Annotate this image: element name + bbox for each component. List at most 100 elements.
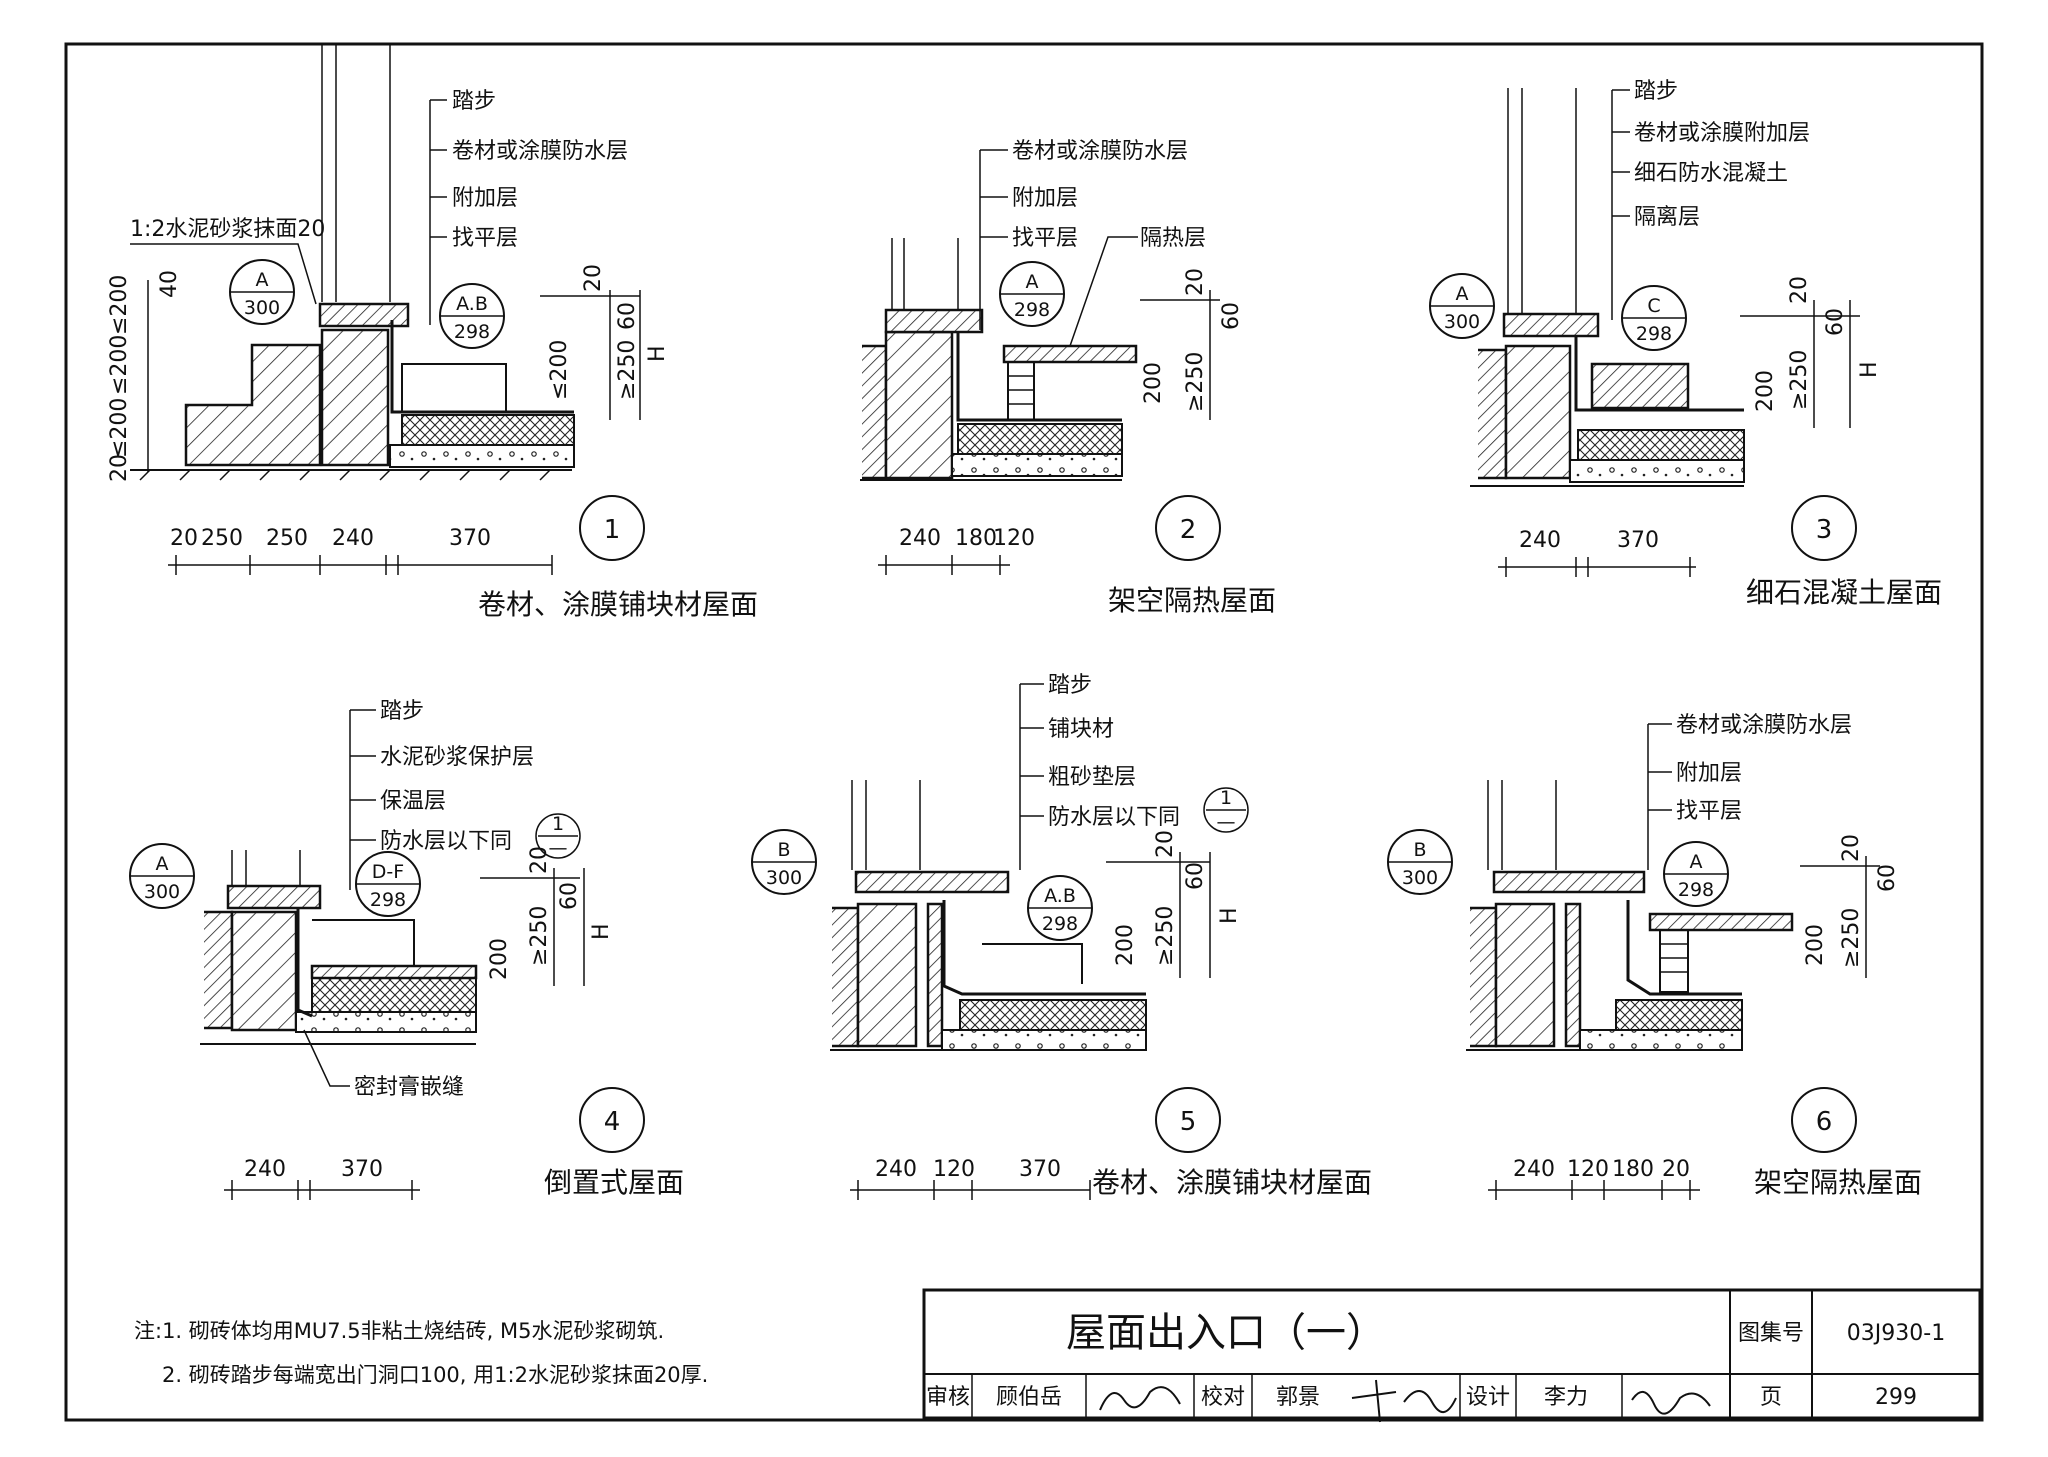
design-label: 设计 — [1466, 1385, 1510, 1410]
drawing-title: 屋面出入口（一） — [1066, 1310, 1386, 1356]
detail4-caption: 倒置式屋面 — [544, 1166, 684, 1199]
note-2: 2. 砌砖踏步每端宽出门洞口100, 用1:2水泥砂浆抹面20厚. — [162, 1363, 708, 1387]
detail2-ref1-top: A — [1026, 271, 1039, 293]
detail2-dim-right-1: 20 — [1183, 268, 1208, 296]
detail5-dim-bottom-3: 370 — [1019, 1157, 1061, 1182]
detail3-callout-3: 细石防水混凝土 — [1634, 161, 1788, 186]
detail4-callout-1: 踏步 — [380, 699, 424, 724]
note-1: 注:1. 砌砖体均用MU7.5非粘土烧结砖, M5水泥砂浆砌筑. — [134, 1319, 664, 1343]
page-label: 页 — [1760, 1385, 1782, 1410]
detail5-dim-right-4: H — [1217, 907, 1242, 924]
detail1-number: 1 — [604, 515, 621, 545]
title-block: 屋面出入口（一） 图集号 03J930-1 审核 顾伯岳 校对 郭景 设计 李力… — [922, 1288, 1982, 1423]
detail-6: 卷材或涂膜防水层 附加层 找平层 B 300 A 298 20 60 ≥250 … — [1387, 713, 1922, 1200]
detail1-dim-bottom-2: 250 — [201, 526, 243, 551]
detail3-dim-right-3: ≥250 — [1787, 350, 1812, 410]
sheet-border — [64, 42, 1984, 1422]
detail5-dim-bottom-1: 240 — [875, 1157, 917, 1182]
detail3-dim-right-5: 200 — [1753, 370, 1778, 412]
detail1-dim-left-4: ≤200 — [107, 398, 132, 458]
detail5-dim-right-1: 20 — [1153, 830, 1178, 858]
detail5-callout-4: 防水层以下同 — [1048, 805, 1180, 830]
detail2-callout-3: 找平层 — [1012, 226, 1078, 251]
detail4-dim-bottom-2: 370 — [341, 1157, 383, 1182]
detail3-number: 3 — [1816, 515, 1833, 545]
detail2-dim-bottom-1: 240 — [899, 526, 941, 551]
detail1-ref2-top: A.B — [456, 293, 488, 315]
detail3-ref2-top: C — [1647, 295, 1660, 317]
detail5-ref1-bottom: 300 — [766, 867, 802, 889]
detail3-callout-1: 踏步 — [1634, 79, 1678, 104]
detail6-ref1-bottom: 300 — [1402, 867, 1438, 889]
detail4-dim-right-1: 20 — [527, 846, 552, 874]
notes: 注:1. 砌砖体均用MU7.5非粘土烧结砖, M5水泥砂浆砌筑. 2. 砌砖踏步… — [134, 1319, 708, 1387]
detail6-callout-1: 卷材或涂膜防水层 — [1676, 713, 1852, 738]
detail1-dim-left-1: 40 — [157, 270, 182, 298]
detail6-dim-bottom-3: 180 — [1612, 1157, 1654, 1182]
detail4-callout-4: 防水层以下同 — [380, 829, 512, 854]
detail5-dim-right-5: 200 — [1113, 924, 1138, 966]
detail3-ref1-top: A — [1456, 283, 1469, 305]
detail4-dim-right-3: ≥250 — [527, 906, 552, 966]
detail2-dim-bottom-3: 120 — [993, 526, 1035, 551]
detail5-dim-right-2: 60 — [1183, 862, 1208, 890]
detail1-side-note: 1:2水泥砂浆抹面20 — [130, 217, 325, 242]
detail1-dim-left-3: ≤200 — [107, 335, 132, 395]
designer-signature — [1631, 1391, 1711, 1415]
detail5-caption: 卷材、涂膜铺块材屋面 — [1092, 1166, 1372, 1199]
detail1-dim-right-2: 60 — [615, 302, 640, 330]
detail2-callout-2: 附加层 — [1012, 186, 1078, 211]
detail1-dim-bottom-3: 250 — [266, 526, 308, 551]
detail5-callout-ref-top: 1 — [1220, 787, 1232, 809]
detail6-ref1-top: B — [1413, 839, 1426, 861]
detail5-ref1-top: B — [777, 839, 790, 861]
detail2-dim-right-2: 60 — [1219, 302, 1244, 330]
detail4-ref1-top: A — [156, 853, 169, 875]
detail2-callout-4: 隔热层 — [1140, 226, 1206, 251]
detail-4: 踏步 水泥砂浆保护层 保温层 防水层以下同 1 — A 300 D-F 298 … — [129, 699, 684, 1200]
detail6-ref2-bottom: 298 — [1678, 879, 1714, 901]
detail5-number: 5 — [1180, 1107, 1197, 1137]
detail2-caption: 架空隔热屋面 — [1108, 584, 1276, 617]
detail3-dim-right-1: 20 — [1787, 276, 1812, 304]
detail4-dim-right-4: H — [589, 923, 614, 940]
detail1-dim-bottom-5: 370 — [449, 526, 491, 551]
detail4-ref1-bottom: 300 — [144, 881, 180, 903]
detail6-caption: 架空隔热屋面 — [1754, 1166, 1922, 1199]
detail3-ref2-bottom: 298 — [1636, 323, 1672, 345]
detail2-dim-right-3: ≥250 — [1183, 352, 1208, 412]
detail1-callout-1: 踏步 — [452, 89, 496, 114]
detail-1: 踏步 卷材或涂膜防水层 附加层 找平层 1:2水泥砂浆抹面20 A 300 A.… — [107, 44, 758, 621]
detail3-callout-2: 卷材或涂膜附加层 — [1634, 121, 1810, 146]
detail5-callout-ref-bottom: — — [1217, 811, 1236, 833]
detail2-ref1-bottom: 298 — [1014, 299, 1050, 321]
detail3-callout-4: 隔离层 — [1634, 205, 1700, 230]
detail1-ref1-bottom: 300 — [244, 297, 280, 319]
detail1-callout-2: 卷材或涂膜防水层 — [452, 139, 628, 164]
detail2-dim-bottom-2: 180 — [955, 526, 997, 551]
detail5-ref2-bottom: 298 — [1042, 913, 1078, 935]
page-number: 299 — [1875, 1385, 1917, 1410]
detail3-dim-right-2: 60 — [1823, 308, 1848, 336]
detail6-dim-bottom-2: 120 — [1567, 1157, 1609, 1182]
detail6-callout-2: 附加层 — [1676, 761, 1742, 786]
detail4-ref2-top: D-F — [372, 861, 404, 883]
detail-2: 卷材或涂膜防水层 附加层 找平层 隔热层 A 298 20 60 ≥250 20… — [860, 139, 1276, 617]
detail5-dim-bottom-2: 120 — [933, 1157, 975, 1182]
detail4-dim-bottom-1: 240 — [244, 1157, 286, 1182]
detail6-dim-right-1: 20 — [1839, 834, 1864, 862]
detail6-dim-bottom-4: 20 — [1662, 1157, 1690, 1182]
designer-name: 李力 — [1544, 1385, 1588, 1410]
detail-3: 踏步 卷材或涂膜附加层 细石防水混凝土 隔离层 A 300 C 298 20 6… — [1429, 79, 1942, 609]
detail1-caption: 卷材、涂膜铺块材屋面 — [478, 588, 758, 621]
detail1-dim-left-2: ≤200 — [107, 275, 132, 335]
detail5-callout-1: 踏步 — [1048, 673, 1092, 698]
atlas-number: 03J930-1 — [1847, 1321, 1945, 1346]
detail3-dim-right-4: H — [1857, 361, 1882, 378]
detail6-dim-bottom-1: 240 — [1513, 1157, 1555, 1182]
detail4-callout-2: 水泥砂浆保护层 — [380, 745, 534, 770]
reviewer-name: 顾伯岳 — [996, 1385, 1062, 1410]
detail3-dim-bottom-1: 240 — [1519, 528, 1561, 553]
checker-name: 郭景 — [1276, 1385, 1320, 1410]
detail1-dim-bottom-4: 240 — [332, 526, 374, 551]
